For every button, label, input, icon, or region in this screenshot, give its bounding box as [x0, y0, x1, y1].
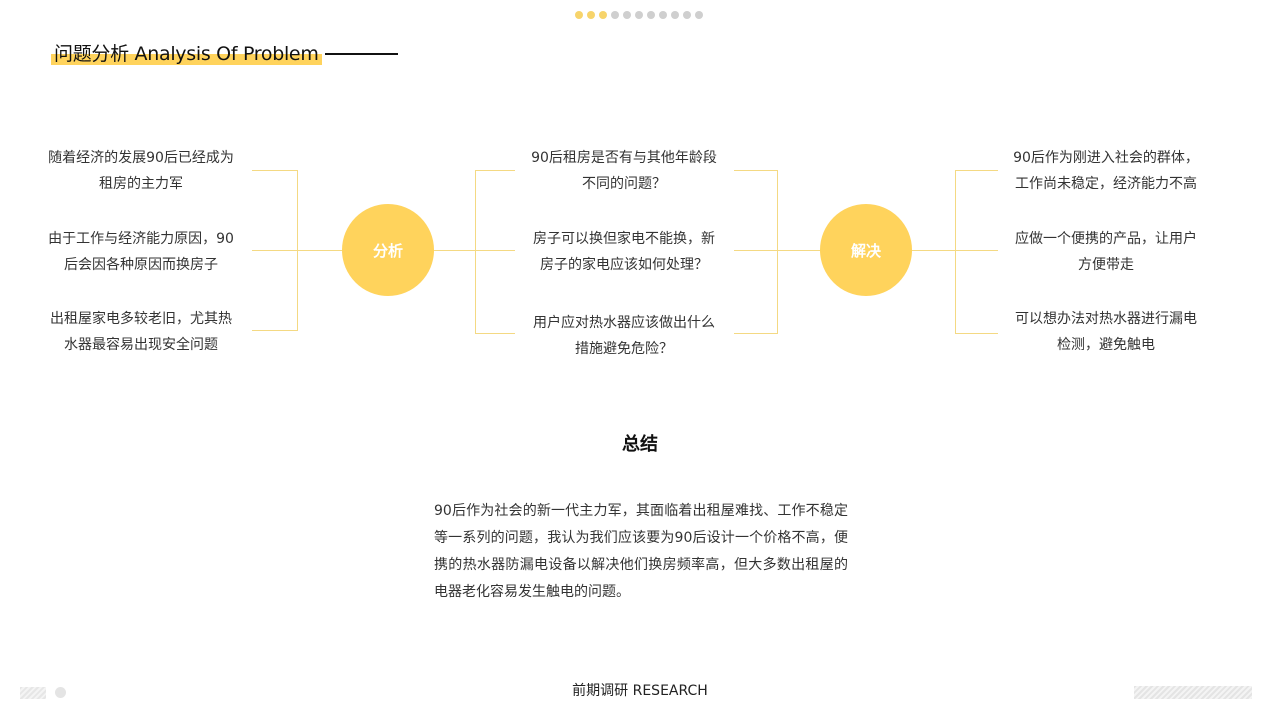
page-dot[interactable] — [611, 11, 619, 19]
page-title: 问题分析 Analysis Of Problem — [54, 43, 319, 65]
pagination-dots — [575, 11, 703, 19]
right-item-1: 90后作为刚进入社会的群体， 工作尚未稳定，经济能力不高 — [996, 145, 1216, 197]
page-dot[interactable] — [695, 11, 703, 19]
connector — [734, 333, 777, 334]
summary-title: 总结 — [622, 434, 658, 455]
middle-item-2-line2: 房子的家电应该如何处理？ — [540, 257, 708, 273]
right-item-1-line2: 工作尚未稳定，经济能力不高 — [1015, 176, 1197, 192]
page-dot[interactable] — [635, 11, 643, 19]
footer-label: 前期调研 RESEARCH — [572, 683, 708, 699]
connector — [475, 333, 515, 334]
connector — [912, 250, 955, 251]
left-item-3-line1: 出租屋家电多较老旧，尤其热 — [50, 311, 232, 327]
left-item-1-line2: 租房的主力军 — [99, 176, 183, 192]
page-dot[interactable] — [671, 11, 679, 19]
solution-node-label: 解决 — [850, 241, 881, 260]
middle-item-3-line1: 用户应对热水器应该做出什么 — [533, 315, 715, 331]
right-item-3-line2: 检测，避免触电 — [1057, 337, 1155, 353]
connector — [777, 170, 778, 334]
page-dot[interactable] — [599, 11, 607, 19]
page-dot[interactable] — [683, 11, 691, 19]
connector — [734, 170, 777, 171]
page-dot[interactable] — [647, 11, 655, 19]
connector — [252, 170, 297, 171]
connector — [955, 170, 998, 171]
title-underline — [325, 53, 398, 55]
middle-item-1-line1: 90后租房是否有与其他年龄段 — [531, 150, 717, 166]
right-item-3: 可以想办法对热水器进行漏电 检测，避免触电 — [996, 306, 1216, 358]
solution-node: 解决 — [820, 204, 912, 296]
connector — [475, 170, 476, 334]
connector — [297, 250, 342, 251]
connector — [777, 250, 820, 251]
left-item-2: 由于工作与经济能力原因，90 后会因各种原因而换房子 — [36, 226, 246, 278]
middle-item-1: 90后租房是否有与其他年龄段 不同的问题？ — [514, 145, 734, 197]
right-item-2-line1: 应做一个便携的产品，让用户 — [1015, 231, 1197, 247]
footer-decor-bar — [1134, 686, 1252, 699]
footer-decor-circle — [55, 687, 66, 698]
left-item-1-line1: 随着经济的发展90后已经成为 — [48, 150, 234, 166]
footer-decor-rect — [20, 687, 46, 699]
right-item-2: 应做一个便携的产品，让用户 方便带走 — [996, 226, 1216, 278]
analysis-node: 分析 — [342, 204, 434, 296]
connector — [955, 333, 998, 334]
middle-item-3-line2: 措施避免危险？ — [575, 341, 673, 357]
left-item-2-line2: 后会因各种原因而换房子 — [64, 257, 218, 273]
connector — [734, 250, 777, 251]
page-dot[interactable] — [659, 11, 667, 19]
page-dot[interactable] — [587, 11, 595, 19]
right-item-3-line1: 可以想办法对热水器进行漏电 — [1015, 311, 1197, 327]
connector — [475, 250, 515, 251]
middle-item-1-line2: 不同的问题？ — [582, 176, 666, 192]
page-dot[interactable] — [575, 11, 583, 19]
left-item-3: 出租屋家电多较老旧，尤其热 水器最容易出现安全问题 — [36, 306, 246, 358]
page-dot[interactable] — [623, 11, 631, 19]
middle-item-2-line1: 房子可以换但家电不能换，新 — [533, 231, 715, 247]
summary-body: 90后作为社会的新一代主力军，其面临着出租屋难找、工作不稳定等一系列的问题，我认… — [434, 503, 848, 600]
connector — [475, 170, 515, 171]
title-highlight — [51, 54, 322, 65]
analysis-node-label: 分析 — [372, 241, 403, 260]
middle-item-2: 房子可以换但家电不能换，新 房子的家电应该如何处理？ — [514, 226, 734, 278]
middle-item-3: 用户应对热水器应该做出什么 措施避免危险？ — [514, 310, 734, 362]
connector — [434, 250, 475, 251]
connector — [955, 250, 998, 251]
right-item-1-line1: 90后作为刚进入社会的群体， — [1013, 150, 1199, 166]
connector — [252, 330, 297, 331]
left-item-1: 随着经济的发展90后已经成为 租房的主力军 — [36, 145, 246, 197]
connector — [955, 170, 956, 334]
left-item-2-line1: 由于工作与经济能力原因，90 — [48, 231, 234, 247]
left-item-3-line2: 水器最容易出现安全问题 — [64, 337, 218, 353]
right-item-2-line2: 方便带走 — [1078, 257, 1134, 273]
connector — [252, 250, 297, 251]
